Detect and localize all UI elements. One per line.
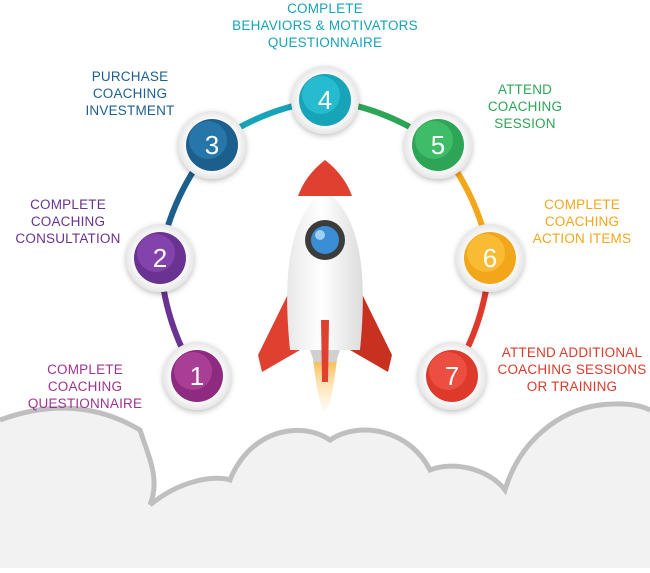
rocket-body (287, 190, 363, 350)
step-7-circle: 7 (418, 342, 486, 410)
step-6-number: 6 (483, 243, 497, 273)
step-1-number: 1 (190, 361, 204, 391)
rocket-nose-cone (298, 160, 352, 196)
step-1-circle: 1 (163, 342, 231, 410)
step-6-highlight (467, 234, 505, 272)
rocket-illustration (258, 160, 392, 410)
rocket-window (311, 226, 339, 254)
cloud-outline (0, 401, 650, 507)
step-5-highlight (415, 121, 453, 159)
step-4-number: 4 (318, 85, 332, 115)
step-6-circle: 6 (456, 224, 524, 292)
cloud (0, 403, 650, 568)
step-2-label: COMPLETE COACHING CONSULTATION (15, 197, 121, 246)
step-5-label: ATTEND COACHING SESSION (487, 82, 563, 131)
step-7-number: 7 (445, 361, 459, 391)
step-5-circle: 5 (404, 111, 472, 179)
step-7-label: ATTEND ADDITIONAL COACHING SESSIONS OR T… (497, 345, 647, 394)
step-5-number: 5 (431, 130, 445, 160)
step-2-highlight (137, 234, 175, 272)
step-2-number: 2 (153, 243, 167, 273)
step-4-highlight (302, 76, 340, 114)
step-4-circle: 4 (291, 66, 359, 134)
step-1-highlight (174, 352, 212, 390)
step-4-label: COMPLETE BEHAVIORS & MOTIVATORS QUESTION… (232, 1, 418, 50)
step-3-circle: 3 (178, 111, 246, 179)
step-7-highlight (429, 352, 467, 390)
step-3-label: PURCHASE COACHING INVESTMENT (85, 69, 175, 118)
step-1-label: COMPLETE COACHING QUESTIONNAIRE (27, 362, 143, 411)
step-2-circle: 2 (126, 224, 194, 292)
step-3-number: 3 (205, 130, 219, 160)
step-circles: 1 2 3 4 5 6 7 (126, 66, 524, 410)
step-6-label: COMPLETE COACHING ACTION ITEMS (532, 197, 632, 246)
step-3-highlight (189, 121, 227, 159)
rocket-center-fin (321, 320, 329, 382)
rocket-window-glare (315, 230, 325, 240)
